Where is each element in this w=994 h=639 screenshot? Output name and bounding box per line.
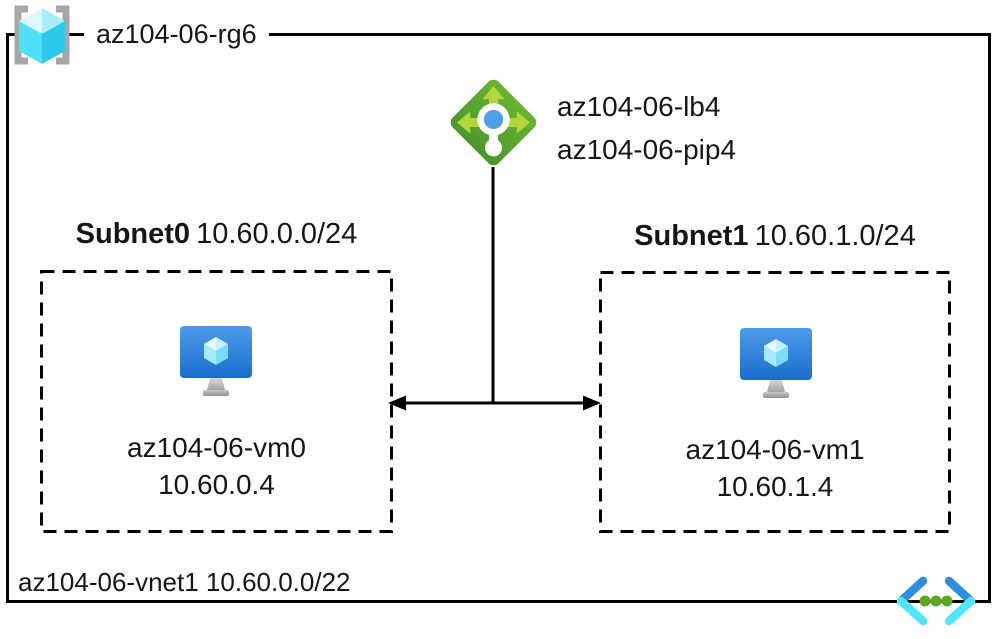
vm-icon <box>180 326 252 396</box>
lb-arrow-left <box>457 111 492 134</box>
subnet1-border <box>599 271 951 533</box>
public-ip-name: az104-06-pip4 <box>557 134 737 165</box>
load-balancer-icon <box>450 79 537 166</box>
vm-ip: 10.60.1.4 <box>716 471 834 502</box>
vm-name: az104-06-vm1 <box>685 434 865 465</box>
arrowhead-right <box>583 395 601 411</box>
vm0-labels: az104-06-vm0 10.60.0.4 <box>40 429 393 503</box>
resource-group-boundary <box>6 33 991 603</box>
subnet-name: Subnet1 <box>634 220 749 252</box>
vnet-cidr: 10.60.0.0/22 <box>205 567 351 597</box>
subnet0-box <box>40 270 393 533</box>
vm-name: az104-06-vm0 <box>127 432 306 463</box>
subnet-cidr: 10.60.0.0/24 <box>196 218 358 250</box>
load-balancer-labels: az104-06-lb4 az104-06-pip4 <box>557 85 736 171</box>
vm1-labels: az104-06-vm1 10.60.1.4 <box>599 431 951 505</box>
lb-center-dot <box>483 109 504 130</box>
subnet1-box <box>599 271 951 533</box>
vnet-label: az104-06-vnet1 10.60.0.0/22 <box>18 567 351 598</box>
load-balancer-name: az104-06-lb4 <box>557 91 721 122</box>
vm-icon <box>740 328 812 398</box>
resource-group-name: az104-06-rg6 <box>96 18 257 49</box>
resource-group-icon <box>14 5 70 65</box>
subnet0-border <box>40 270 393 533</box>
virtual-network-icon <box>896 576 976 626</box>
vnet-name: az104-06-vnet1 <box>18 567 199 597</box>
subnet-name: Subnet0 <box>75 218 191 250</box>
arrowhead-left <box>388 395 406 411</box>
vm-ip: 10.60.0.4 <box>158 469 275 500</box>
subnet-cidr: 10.60.1.0/24 <box>754 220 916 252</box>
resource-group-label: az104-06-rg6 <box>84 16 269 52</box>
lb-arrow-right <box>495 111 530 134</box>
